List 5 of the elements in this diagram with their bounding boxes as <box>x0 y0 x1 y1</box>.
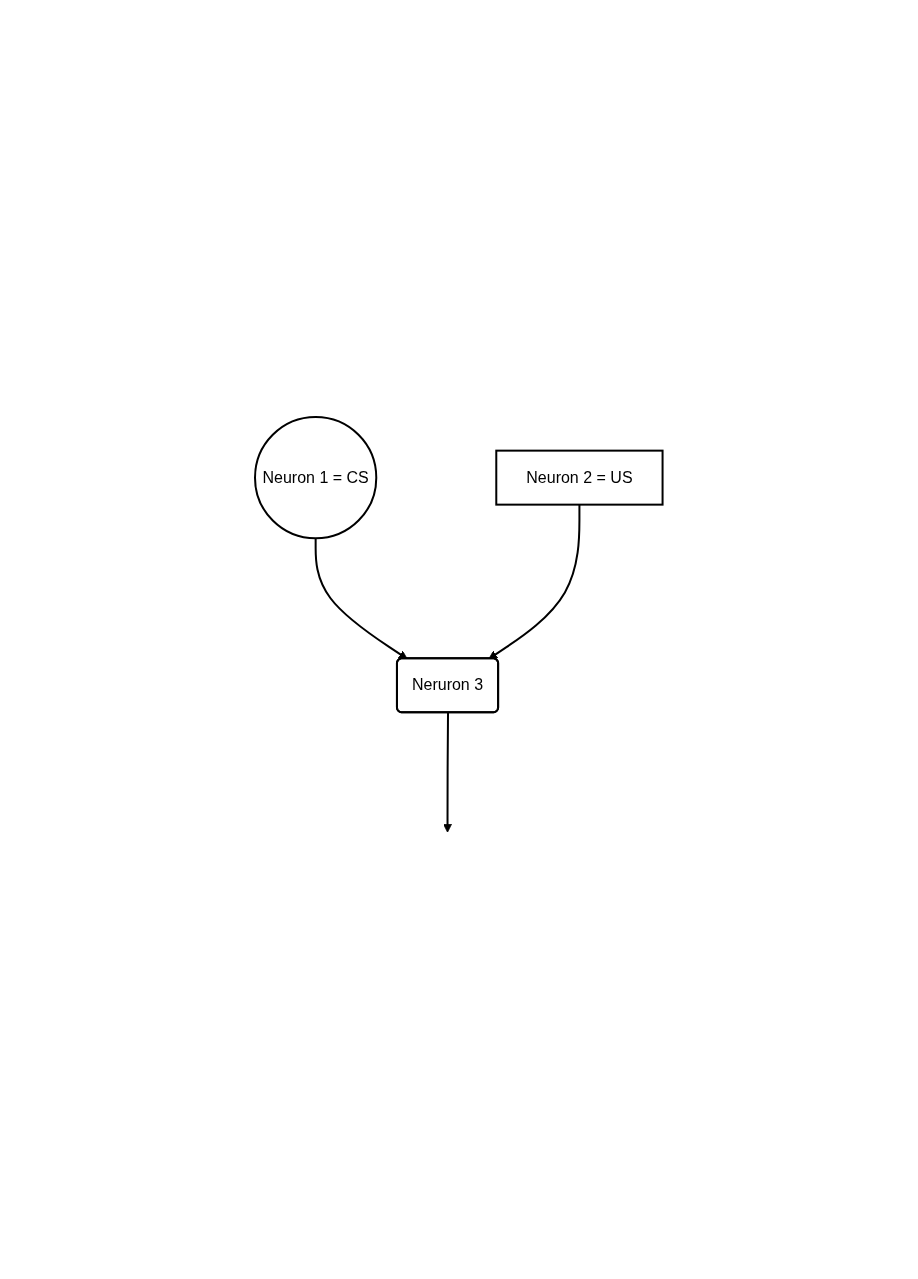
arrow <box>488 503 581 660</box>
node-box: Neuron 2 = US <box>495 449 664 506</box>
arrow <box>443 711 453 833</box>
node-circle: Neuron 1 = CS <box>254 415 378 540</box>
arrow <box>314 537 408 660</box>
